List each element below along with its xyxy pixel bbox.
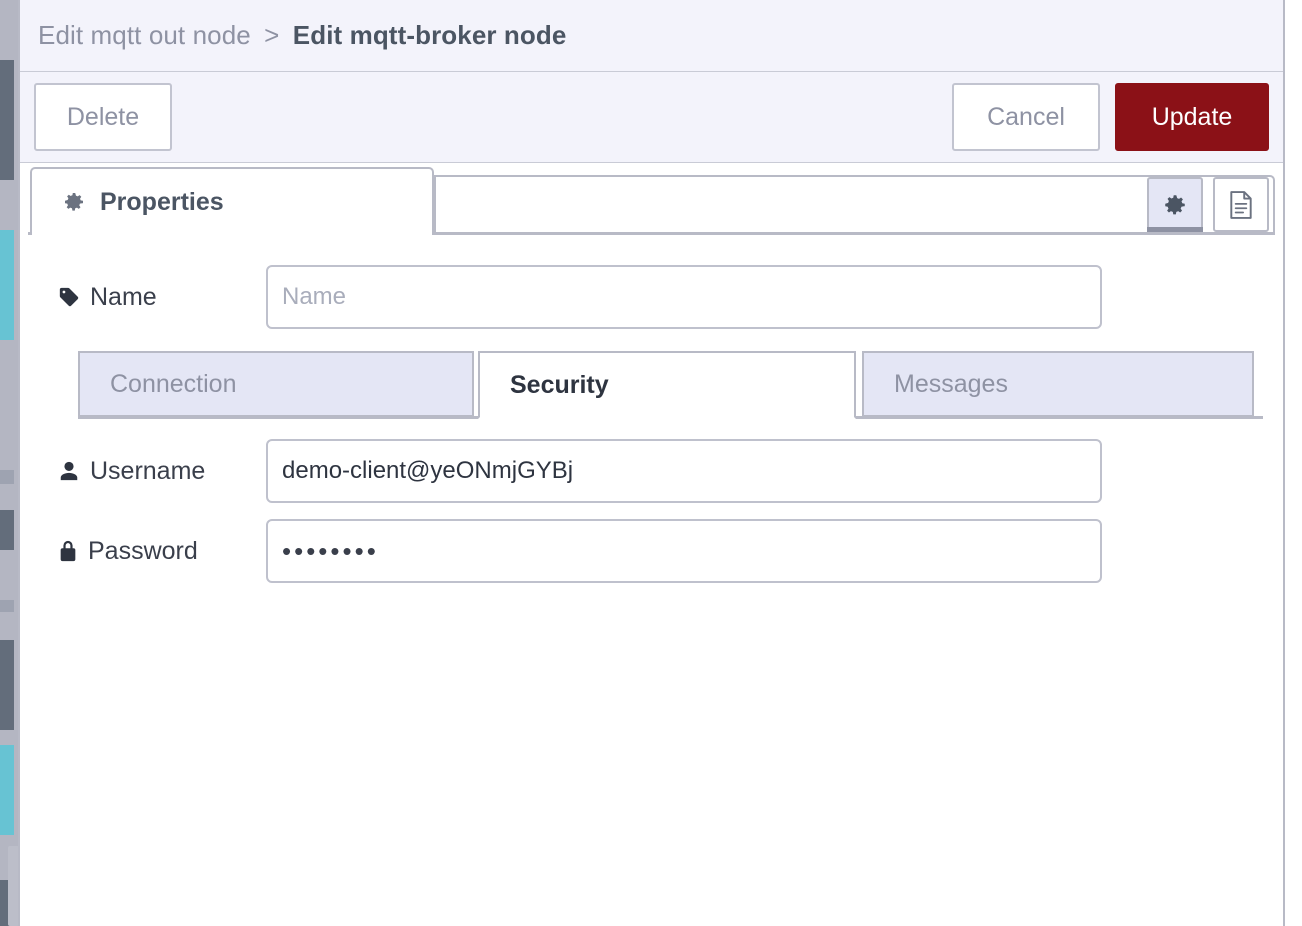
name-label: Name xyxy=(58,283,266,312)
subtab-security[interactable]: Security xyxy=(478,351,856,419)
tab-properties[interactable]: Properties xyxy=(30,167,434,235)
description-icon xyxy=(1228,190,1254,219)
edit-node-dialog: Edit mqtt out node > Edit mqtt-broker no… xyxy=(18,0,1285,926)
password-label: Password xyxy=(58,537,266,566)
breadcrumb-parent[interactable]: Edit mqtt out node xyxy=(38,20,251,50)
update-button[interactable]: Update xyxy=(1115,83,1269,151)
tab-icon-button-group xyxy=(1147,177,1269,232)
subtab-connection-label: Connection xyxy=(110,369,237,398)
gear-icon xyxy=(1162,192,1188,218)
name-row: Name xyxy=(20,257,1283,337)
subtab-messages[interactable]: Messages xyxy=(862,351,1254,417)
description-icon-button[interactable] xyxy=(1213,177,1269,232)
flow-canvas-background xyxy=(0,0,22,926)
username-row: Username xyxy=(20,431,1283,511)
canvas-scrollbar[interactable] xyxy=(8,846,19,926)
tag-icon xyxy=(58,286,80,308)
password-label-text: Password xyxy=(88,536,198,565)
subtab-security-label: Security xyxy=(510,370,609,399)
password-input[interactable]: •••••••• xyxy=(266,519,1102,583)
dialog-header: Edit mqtt out node > Edit mqtt-broker no… xyxy=(20,0,1283,72)
username-label-text: Username xyxy=(90,456,206,485)
delete-button[interactable]: Delete xyxy=(34,83,172,151)
breadcrumb-separator: > xyxy=(264,20,280,50)
user-icon xyxy=(58,460,80,482)
subtab-connection[interactable]: Connection xyxy=(78,351,474,417)
tabstrip-filler xyxy=(434,175,1275,235)
username-label: Username xyxy=(58,457,266,486)
breadcrumb-current: Edit mqtt-broker node xyxy=(292,20,567,50)
username-input[interactable] xyxy=(266,439,1102,503)
password-row: Password •••••••• xyxy=(20,511,1283,591)
name-label-text: Name xyxy=(90,282,157,311)
gear-icon-button[interactable] xyxy=(1147,177,1203,232)
cancel-button[interactable]: Cancel xyxy=(952,83,1100,151)
tab-properties-label: Properties xyxy=(100,187,224,216)
properties-form: Name Connection Security Messages xyxy=(20,235,1283,926)
breadcrumb: Edit mqtt out node > Edit mqtt-broker no… xyxy=(38,20,566,51)
dialog-tabstrip: Properties xyxy=(20,163,1283,235)
dialog-action-bar: Delete Cancel Update xyxy=(20,72,1283,163)
name-input[interactable] xyxy=(266,265,1102,329)
subtab-messages-label: Messages xyxy=(894,369,1008,398)
security-subtabs: Connection Security Messages xyxy=(20,351,1283,419)
lock-icon xyxy=(58,540,78,562)
gear-icon xyxy=(62,190,86,214)
